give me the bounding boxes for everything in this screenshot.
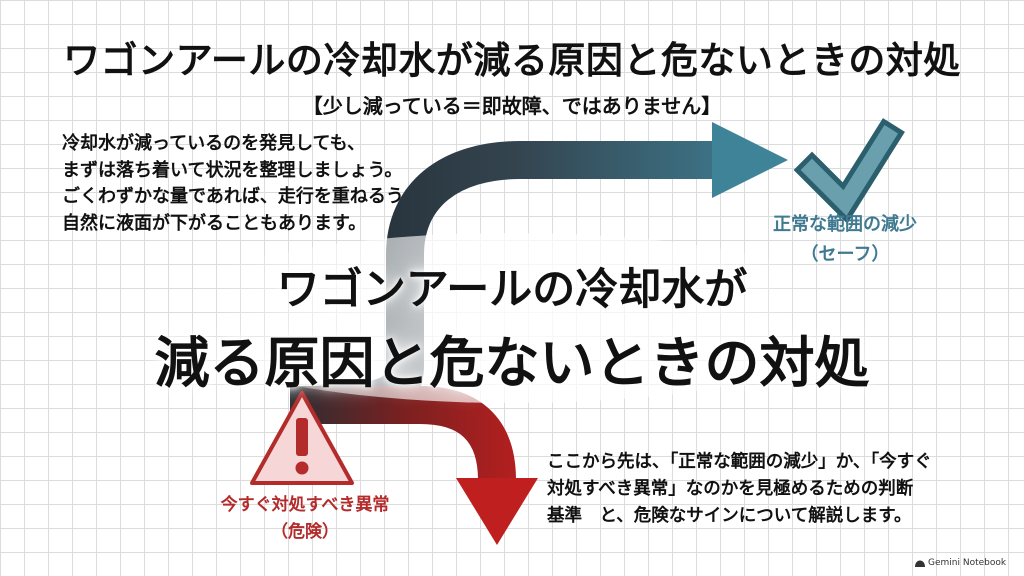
brand-watermark: Gemini Notebook	[915, 558, 1006, 568]
page-title: ワゴンアールの冷却水が減る原因と危ないときの対処	[63, 39, 961, 82]
danger-branch-path	[290, 386, 516, 481]
center-heading-line2: 減る原因と危ないときの対処	[154, 331, 870, 395]
outro-text: ここから先は、「正常な範囲の減少」か、「今すぐ 対処すべき異常」なのかを見極める…	[547, 449, 977, 530]
warning-triangle-icon	[250, 391, 354, 485]
intro-text: 冷却水が減っているのを発見しても、 まずは落ち着いて状況を整理しましょう。 ごく…	[62, 131, 522, 237]
center-heading-line1: ワゴンアールの冷却水が	[276, 265, 748, 315]
danger-label-line2: （危険）	[271, 522, 339, 542]
safe-label-line2: （セーフ）	[800, 244, 890, 265]
intro-line: 自然に液面が下がることもあります。	[62, 212, 367, 234]
intro-line: ごくわずかな量であれば、走行を重ねるうちに	[62, 186, 440, 207]
brand-name: Gemini Notebook	[928, 558, 1007, 568]
intro-line: 冷却水が減っているのを発見しても、	[62, 133, 366, 154]
outro-line: 対処すべき異常」なのかを見極めるための判断	[547, 479, 914, 499]
outro-line: 基準 と、危険なサインについて解説します。	[547, 506, 912, 526]
safe-label-line1: 正常な範囲の減少	[773, 214, 917, 235]
page-subtitle: 【少し減っている＝即故障、ではありません】	[302, 94, 722, 118]
safe-arrowhead	[712, 122, 788, 198]
outro-line: ここから先は、「正常な範囲の減少」か、「今すぐ	[547, 452, 932, 472]
brand-logo-icon	[915, 560, 925, 567]
danger-arrowhead	[456, 478, 538, 545]
safe-label: 正常な範囲の減少 （セーフ）	[735, 210, 955, 270]
checkmark-icon	[793, 118, 905, 224]
center-glow	[152, 233, 872, 403]
danger-label: 今すぐ対処すべき異常 （危険）	[175, 492, 435, 546]
danger-label-line1: 今すぐ対処すべき異常	[220, 495, 390, 515]
intro-line: まずは落ち着いて状況を整理しましょう。	[62, 159, 403, 181]
